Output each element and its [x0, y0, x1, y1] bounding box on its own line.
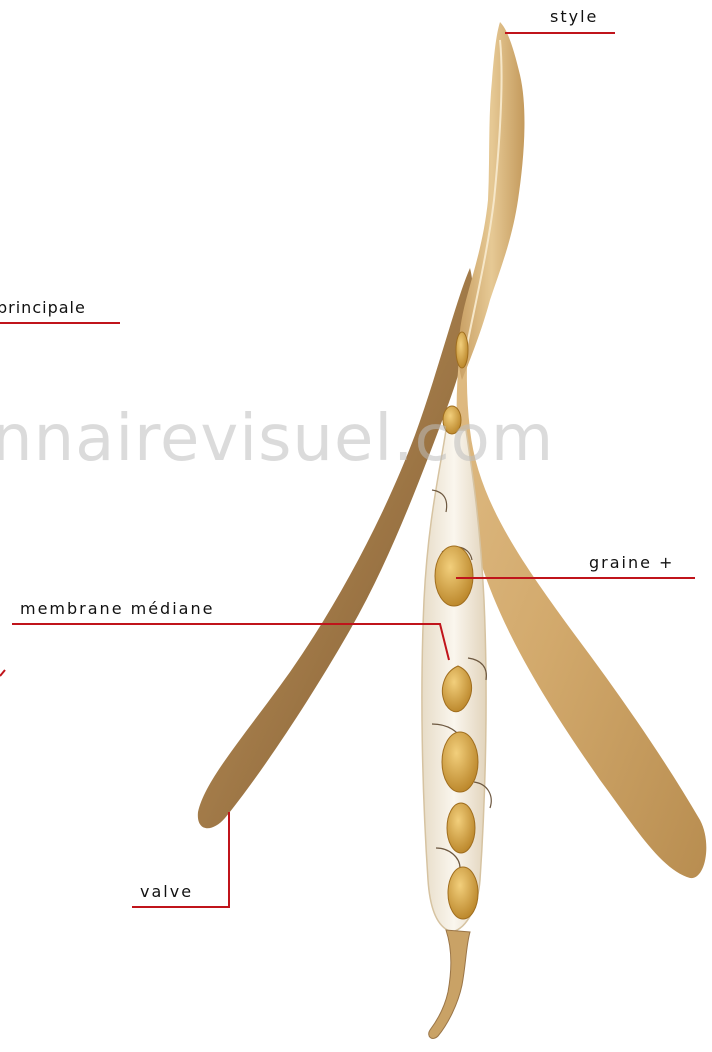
- label-style: style: [550, 8, 598, 26]
- seed: [435, 546, 473, 606]
- stalk: [429, 930, 470, 1038]
- watermark: nnairevisuel.com: [0, 402, 554, 476]
- leader-line-partial: [0, 670, 5, 676]
- seed: [447, 803, 475, 853]
- label-graine: graine +: [589, 554, 674, 572]
- label-membrane-mediane: membrane médiane: [20, 600, 214, 618]
- leader-line-membrane: [12, 624, 449, 660]
- seed: [442, 732, 478, 792]
- label-principale: principale: [0, 299, 86, 317]
- label-valve: valve: [140, 883, 193, 901]
- seed: [448, 867, 478, 919]
- seed-top-2: [456, 332, 468, 368]
- upper-valve: [459, 22, 525, 380]
